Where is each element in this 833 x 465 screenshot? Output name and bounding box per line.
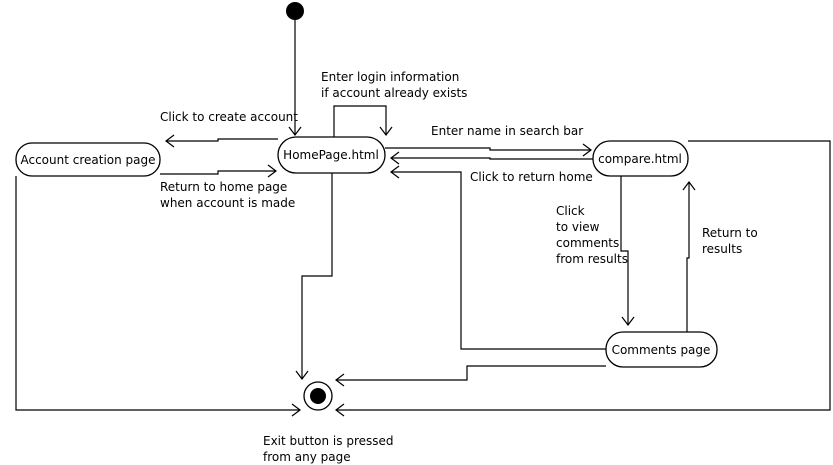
label-view-comments-line4: from results xyxy=(556,252,628,266)
state-comments: Comments page xyxy=(605,331,718,368)
label-return-results-line1: Return to xyxy=(702,226,758,240)
label-create-account: Click to create account xyxy=(160,110,298,124)
state-homepage-label: HomePage.html xyxy=(283,148,379,162)
initial-state xyxy=(286,2,304,20)
label-login-line1: Enter login information xyxy=(321,70,459,84)
label-view-comments-line3: comments xyxy=(556,236,619,250)
state-compare: compare.html xyxy=(592,140,689,177)
edge-return-home xyxy=(390,151,593,165)
label-exit-line1: Exit button is pressed xyxy=(263,434,394,448)
edge-homepage-exit xyxy=(295,173,333,380)
edge-return-home-page xyxy=(160,164,277,178)
label-exit-line2: from any page xyxy=(263,450,351,464)
state-account-creation: Account creation page xyxy=(15,142,161,177)
edge-login-loop xyxy=(333,105,393,137)
label-return-home: Click to return home xyxy=(470,170,593,184)
edge-view-comments xyxy=(620,176,635,326)
edge-initial-to-homepage xyxy=(288,20,302,136)
state-comments-label: Comments page xyxy=(612,343,711,357)
edge-account-exit xyxy=(15,176,301,417)
label-search: Enter name in search bar xyxy=(431,124,583,138)
state-compare-label: compare.html xyxy=(598,152,682,166)
edge-comments-to-homepage xyxy=(390,165,606,350)
label-return-home-page-line1: Return to home page xyxy=(160,180,287,194)
edge-return-results xyxy=(682,181,696,332)
edge-create-account xyxy=(165,134,278,148)
state-homepage: HomePage.html xyxy=(277,136,386,174)
label-view-comments-line2: to view xyxy=(556,220,600,234)
edge-comments-exit xyxy=(335,365,606,387)
label-view-comments-line1: Click xyxy=(556,204,585,218)
label-login-line2: if account already exists xyxy=(321,86,467,100)
label-return-results-line2: results xyxy=(702,242,742,256)
edge-compare-exit xyxy=(335,140,831,417)
edge-search xyxy=(385,143,592,157)
state-account-creation-label: Account creation page xyxy=(20,153,155,167)
label-return-home-page-line2: when account is made xyxy=(160,196,295,210)
final-state xyxy=(303,381,333,411)
